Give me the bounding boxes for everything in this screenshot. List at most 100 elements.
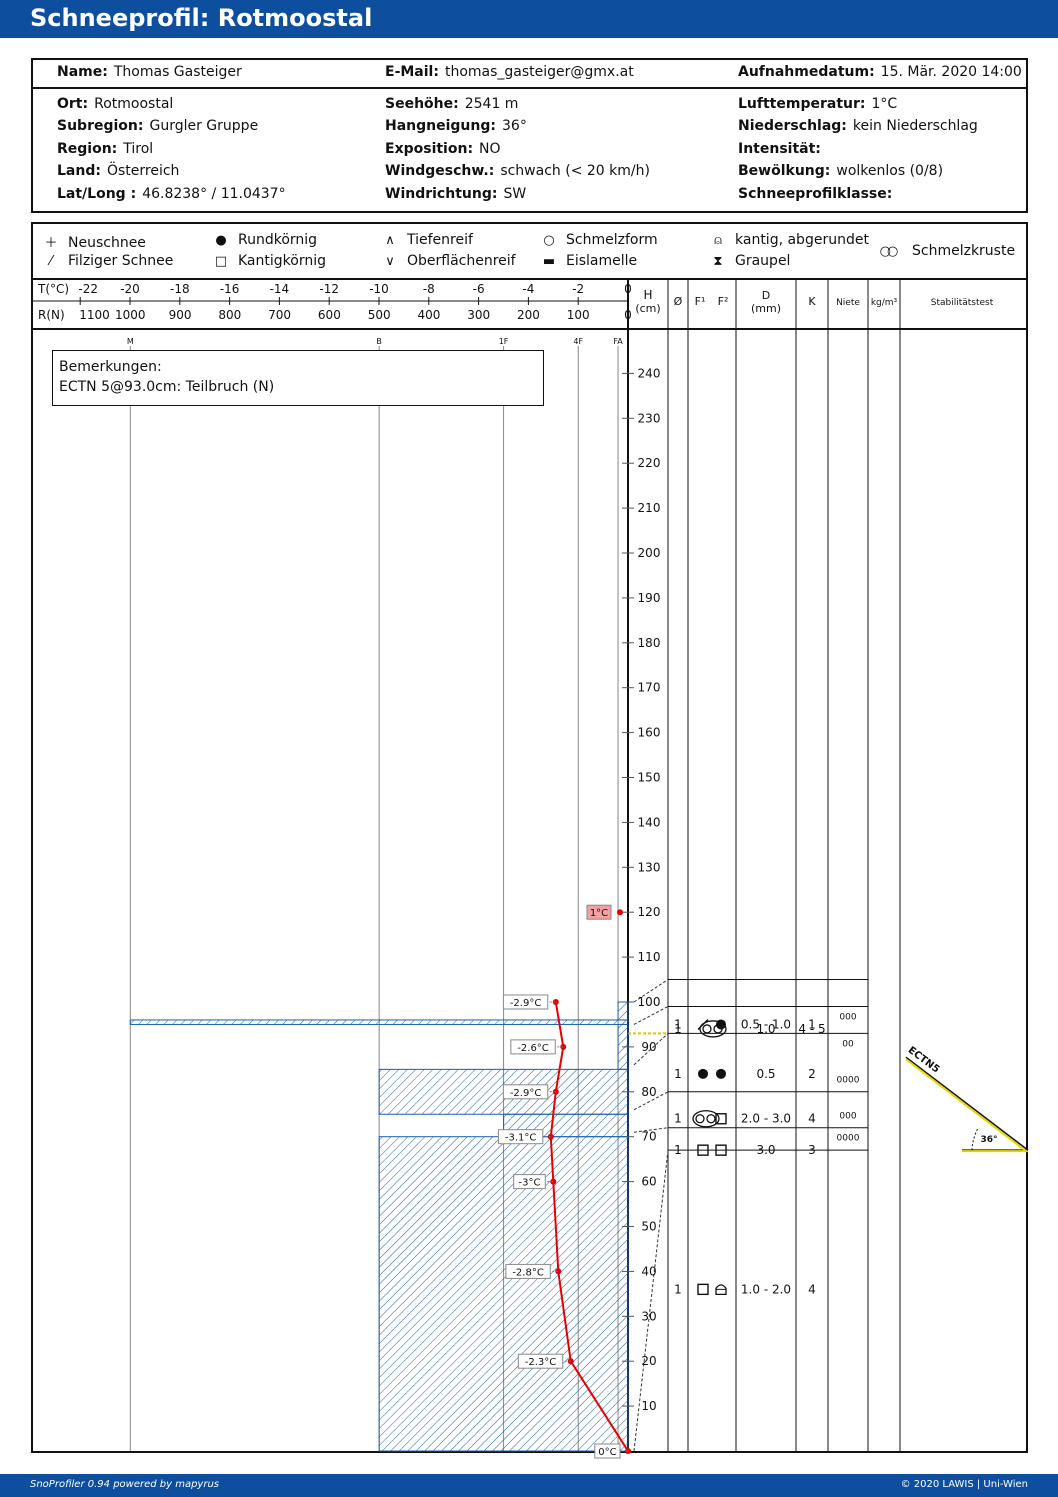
melt-crust-icon: [699, 1020, 727, 1038]
temp-tick-label: 0: [624, 282, 632, 296]
resistance-tick-label: 1100: [79, 308, 110, 322]
air-temperature-label: 1°C: [590, 908, 608, 919]
temperature-label-box: [502, 1084, 549, 1100]
hardness-guide-label: 1F: [499, 337, 509, 346]
glyph-part: [716, 1068, 726, 1079]
temp-axis-label: T(°C): [37, 282, 69, 296]
temperature-line: [549, 1001, 629, 1452]
info-divider: [33, 87, 1026, 89]
legend-item-kantig-abgerundet: ⍝kantig, abgerundet: [709, 232, 869, 248]
temp-tick-label: -6: [473, 282, 485, 296]
layer-connector: [633, 1006, 669, 1025]
temp-tick-label: -8: [423, 282, 435, 296]
resistance-axis-label: R(N): [38, 308, 65, 322]
layer-niete: 0000: [837, 1075, 860, 1085]
layer-grain-size: 1.0: [756, 1022, 775, 1036]
layer-niete: 0000: [837, 1134, 860, 1144]
legend-item-schmelzform: ○Schmelzform: [540, 232, 657, 248]
layer-grain-size: 0.5 - 1.0: [741, 1017, 791, 1031]
land-field: Land:Österreich: [57, 163, 180, 179]
temp-tick-label: -4: [522, 282, 534, 296]
height-tick-label: 240: [638, 366, 661, 380]
resistance-tick-label: 300: [467, 308, 490, 322]
air-temperature-box: [586, 904, 612, 920]
height-tick-label: 130: [638, 860, 661, 874]
footer-left: SnoProfiler 0.94 powered by mapyrus: [30, 1479, 220, 1490]
plus-icon: ＋: [44, 236, 58, 251]
col-header-d-unit: (mm): [751, 302, 781, 315]
height-tick-label: 200: [638, 546, 661, 560]
height-tick-label: 70: [641, 1130, 656, 1144]
temperature-label-box: [505, 1263, 551, 1279]
filled-circle-icon: [716, 1068, 726, 1079]
legend-item-tiefenreif: ∧Tiefenreif: [381, 232, 473, 248]
open-circle-icon: ○: [543, 233, 555, 248]
layer-moisture: 1: [674, 1112, 682, 1126]
layer-hardness: 4 - 5: [798, 1022, 825, 1036]
remarks-text: ECTN 5@93.0cm: Teilbruch (N): [59, 379, 275, 395]
region-field: Region:Tirol: [57, 141, 154, 157]
resistance-tick-label: 500: [368, 308, 391, 322]
remarks-heading: Bemerkungen:: [59, 359, 162, 375]
temp-tick-label: -12: [319, 282, 339, 296]
layer-grain-size: 2.0 - 3.0: [741, 1112, 791, 1126]
height-tick-label: 220: [638, 456, 661, 470]
glyph-part: [697, 1283, 709, 1296]
remarks-box: Bemerkungen: ECTN 5@93.0cm: Teilbruch (N…: [52, 350, 544, 406]
email-field: E-Mail:thomas_gasteiger@gmx.at: [385, 64, 634, 80]
glyph-part: [697, 1144, 709, 1156]
height-tick-label: 170: [638, 681, 661, 695]
glyph-part: [702, 1024, 712, 1034]
legend-item-rundkoernig: ●Rundkörnig: [212, 232, 317, 248]
resistance-tick-label: 700: [268, 308, 291, 322]
square-icon: □: [214, 254, 228, 269]
temp-tick-label: -14: [270, 282, 290, 296]
stability-slope-highlight: [905, 1058, 1027, 1152]
bewoelkung-field: Bewölkung:wolkenlos (0/8): [738, 163, 944, 179]
height-tick-label: 100: [638, 995, 661, 1009]
square-icon: [697, 1144, 709, 1156]
legend-item-eislamelle: ▬Eislamelle: [540, 253, 637, 269]
resistance-tick-label: 800: [218, 308, 241, 322]
temperature-label-box: [594, 1443, 621, 1459]
col-header-f1: F¹: [695, 295, 706, 308]
latlong-field: Lat/Long :46.8238° / 11.0437°: [57, 186, 286, 202]
legend-item-schmelzkruste: ○○Schmelzkruste: [870, 243, 1015, 259]
rounded-faceted-icon: ⍝: [714, 233, 722, 248]
glyph-part: [715, 1144, 727, 1156]
square-icon: [715, 1144, 727, 1156]
lufttemp-field: Lufttemperatur:1°C: [738, 96, 898, 112]
col-header-d: D: [762, 289, 770, 302]
col-header-h: H: [643, 288, 652, 302]
layer-grain-size: 3.0: [756, 1143, 775, 1157]
seehoehe-field: Seehöhe:2541 m: [385, 96, 519, 112]
layer-hardness: 3: [808, 1143, 816, 1157]
glyph-part: [715, 1113, 727, 1125]
date-field: Aufnahmedatum:15. Mär. 2020 14:00: [738, 64, 1022, 80]
slash-icon: ⁄: [49, 254, 53, 269]
temperature-label-box: [513, 1174, 546, 1190]
height-tick-label: 80: [641, 1085, 656, 1099]
temp-tick-label: -22: [78, 282, 98, 296]
filled-circle-icon: ●: [215, 233, 227, 248]
footer-right: © 2020 LAWIS | Uni-Wien: [900, 1479, 1028, 1490]
layer-moisture: 1: [674, 1017, 682, 1031]
height-tick-label: 230: [638, 411, 661, 425]
height-tick-label: 120: [638, 905, 661, 919]
height-tick-label: 110: [638, 950, 661, 964]
glyph-part: [713, 1024, 723, 1034]
temp-tick-label: -20: [120, 282, 140, 296]
layer-moisture: 1: [674, 1022, 682, 1036]
temperature-label: -2.9°C: [510, 998, 542, 1009]
square-icon: [715, 1113, 727, 1125]
subregion-field: Subregion:Gurgler Gruppe: [57, 118, 259, 134]
windrichtung-field: Windrichtung:SW: [385, 186, 527, 202]
square-icon: [697, 1283, 709, 1296]
legend-item-kantigkoernig: □Kantigkörnig: [212, 253, 326, 269]
layer-moisture: 1: [674, 1067, 682, 1081]
layer-niete: 00: [842, 1039, 854, 1049]
resistance-tick-label: 0: [624, 308, 632, 322]
height-tick-label: 60: [641, 1175, 656, 1189]
layer-hardness: 1: [808, 1017, 816, 1031]
